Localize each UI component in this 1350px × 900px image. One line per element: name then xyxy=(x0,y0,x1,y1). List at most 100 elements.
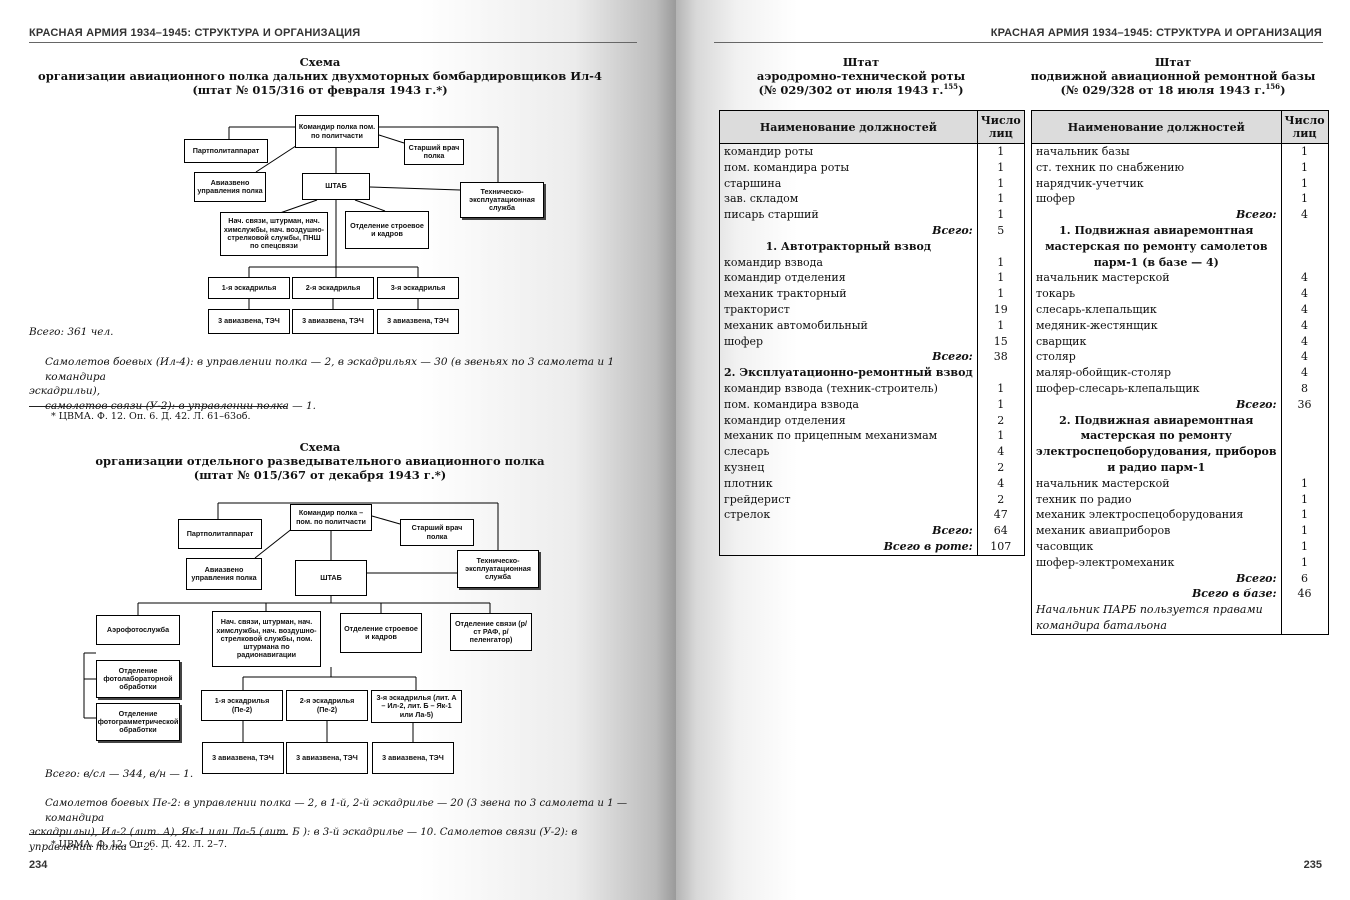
table2-cell-name: шофер-электромеханик xyxy=(1031,554,1282,571)
table1-cell-count xyxy=(976,238,1025,255)
table1-cell-name: шофер xyxy=(719,333,978,350)
table2-row: мастерская по ремонту xyxy=(1031,428,1329,445)
scheme1-note: Самолетов боевых (Ил-4): в управлении по… xyxy=(29,356,615,412)
table2-cell-count: 36 xyxy=(1280,396,1329,413)
table2-cell-name: нарядчик-учетчик xyxy=(1031,175,1282,192)
s1-az2-box: 3 авиазвена, ТЭЧ xyxy=(292,309,374,334)
table1-cell-count: 2 xyxy=(976,491,1025,508)
s1-commander-box: Командир полка пом. по политчасти xyxy=(295,115,379,148)
table1-cell-name: 1. Автотракторный взвод xyxy=(719,238,978,255)
table1-cell-count: 47 xyxy=(976,507,1025,524)
table2-cell-count: 1 xyxy=(1280,523,1329,539)
table2-cell-count xyxy=(1280,412,1329,429)
table2-cell-name: сварщик xyxy=(1031,333,1282,350)
table2-cell-count: 1 xyxy=(1280,159,1329,176)
page-number-right: 235 xyxy=(1303,859,1322,871)
table1-row: Всего в роте:107 xyxy=(719,538,1025,556)
table2-cell-name: и радио парм-1 xyxy=(1031,459,1282,476)
table2-title: Штат подвижной авиационной ремонтной баз… xyxy=(1030,55,1316,97)
table1-cell-name: тракторист xyxy=(719,301,978,318)
s1-tech-box: Техническо-эксплуатационная служба xyxy=(460,182,544,218)
s2-partpolit-box: Партполитаппарат xyxy=(178,519,262,549)
table1-cell-name: слесарь xyxy=(719,444,978,460)
table1-cell-name: старшина xyxy=(719,175,978,192)
table1-cell-count: 1 xyxy=(976,143,1025,160)
s2-svyaz-box: Отделение связи (р/ст РАФ, р/пеленгатор) xyxy=(450,613,532,651)
page-number-left: 234 xyxy=(29,859,48,871)
table1-cell-count: 15 xyxy=(976,333,1025,350)
s1-avio-box: Авиазвено управления полка xyxy=(194,172,266,202)
s1-sq1-box: 1-я эскадрилья xyxy=(208,277,290,299)
s1-az3-box: 3 авиазвена, ТЭЧ xyxy=(377,309,459,334)
table1-cell-count: 4 xyxy=(976,444,1025,460)
table2-cell-count: 1 xyxy=(1280,475,1329,492)
table2-cell-count xyxy=(1280,444,1329,460)
table2-cell-name: начальник мастерской xyxy=(1031,270,1282,287)
table1-cell-name: плотник xyxy=(719,475,978,492)
table1-cell-count xyxy=(976,365,1025,381)
table1-row: 1. Автотракторный взвод xyxy=(719,238,1025,255)
table2-cell-count xyxy=(1280,222,1329,239)
table2-cell-name: ст. техник по снабжению xyxy=(1031,159,1282,176)
left-page: КРАСНАЯ АРМИЯ 1934–1945: СТРУКТУРА И ОРГ… xyxy=(0,0,676,900)
table1-cell-count: 2 xyxy=(976,459,1025,476)
scheme2-total: Всего: в/сл — 344, в/н — 1. xyxy=(45,768,194,780)
table2-cell-name: Всего: xyxy=(1031,570,1282,587)
s2-aerofoto-box: Аэрофотослужба xyxy=(96,615,180,645)
table2-cell-name: шофер xyxy=(1031,191,1282,208)
table2-cell-name: Всего: xyxy=(1031,396,1282,413)
table1-cell-name: командир взвода (техник-строитель) xyxy=(719,380,978,397)
table2-cell-name: мастерская по ремонту xyxy=(1031,428,1282,445)
table1-cell-name: 2. Эксплуатационно-ремонтный взвод xyxy=(719,365,978,381)
table2-cell-count: 4 xyxy=(1280,333,1329,350)
table2-row: Всего:4 xyxy=(1031,207,1329,223)
table2-row: командира батальона xyxy=(1031,617,1329,635)
table2-cell-count: 4 xyxy=(1280,349,1329,366)
s2-foto-gram-box: Отделение фотограмметрической обработки xyxy=(96,703,180,741)
table2-cell-name: маляр-обойщик-столяр xyxy=(1031,365,1282,381)
table2-cell-name: Начальник ПАРБ пользуется правами xyxy=(1031,602,1282,618)
s1-az1-box: 3 авиазвена, ТЭЧ xyxy=(208,309,290,334)
s1-sq2-box: 2-я эскадрилья xyxy=(292,277,374,299)
table2-header-count: Число лиц xyxy=(1280,110,1329,144)
table2-cell-count: 4 xyxy=(1280,317,1329,334)
scheme2-footnote-rule xyxy=(29,834,287,835)
table2-cell-count: 4 xyxy=(1280,365,1329,381)
table2-cell-count: 46 xyxy=(1280,586,1329,603)
table2-cell-name: командира батальона xyxy=(1031,617,1282,635)
table1-cell-count: 19 xyxy=(976,301,1025,318)
table2-cell-count: 1 xyxy=(1280,175,1329,192)
s2-tech-box: Техническо-эксплуатационная служба xyxy=(457,550,539,588)
table1-cell-count: 1 xyxy=(976,270,1025,287)
scheme2-connectors xyxy=(83,502,499,742)
table2-cell-count: 1 xyxy=(1280,554,1329,571)
table2-cell-count xyxy=(1280,254,1329,271)
table2-cell-count xyxy=(1280,459,1329,476)
scheme1-title: Схема организации авиационного полка дал… xyxy=(38,55,602,97)
table2-row: Всего:36 xyxy=(1031,396,1329,413)
table2-cell-count: 1 xyxy=(1280,538,1329,555)
table1-cell-count: 1 xyxy=(976,286,1025,302)
scheme1-total: Всего: 361 чел. xyxy=(29,326,114,338)
